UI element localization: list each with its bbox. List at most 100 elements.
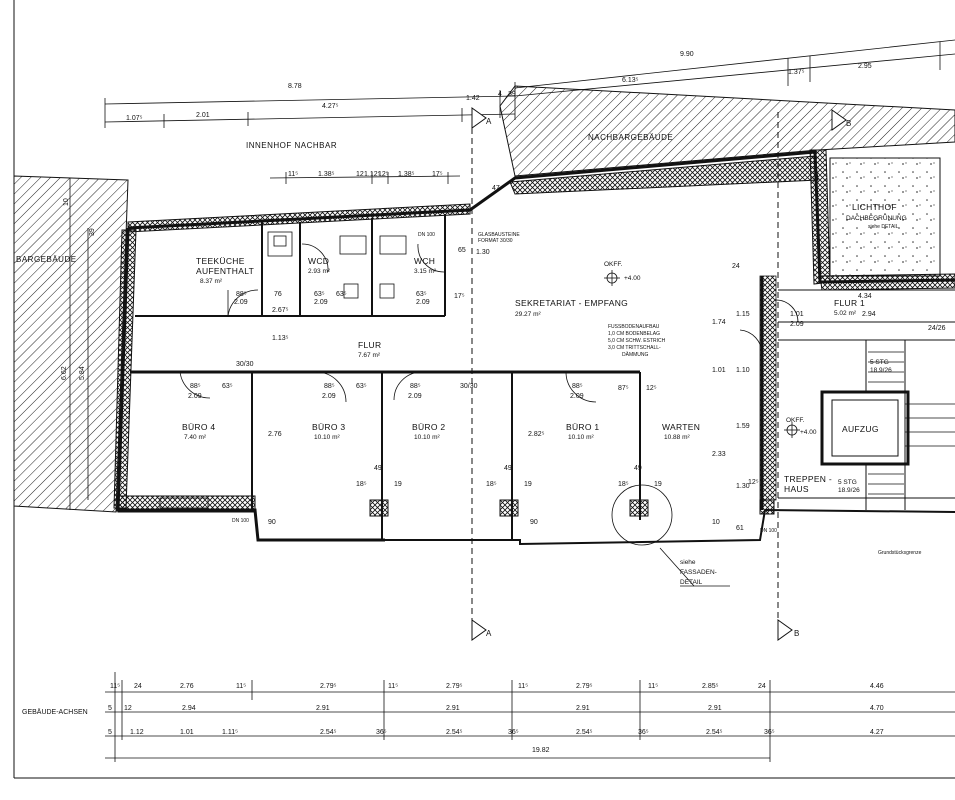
row1-value: 24: [134, 683, 142, 690]
neighbor-walls: [13, 85, 955, 513]
dim-19c: 19: [654, 481, 662, 488]
f1-209: 2.09: [790, 321, 804, 328]
bargebaeude-label: BARGEBÄUDE: [16, 255, 77, 264]
section-b-bottom: B: [794, 629, 800, 638]
room-wch: WCH: [414, 256, 435, 266]
lichthof-note: siehe DETAIL: [868, 224, 899, 230]
dim-276: 2.76: [268, 431, 282, 438]
dim-110: 1.10: [736, 367, 750, 374]
okff-1-val: +4.00: [624, 275, 641, 282]
row3-value: 1.01: [180, 729, 194, 736]
dim-185b: 18⁵: [486, 481, 497, 488]
okff-markers: [604, 270, 800, 438]
fussboden-title: FUSSBODENAUFBAU: [608, 324, 660, 330]
dim-1075: 1.07⁵: [126, 115, 143, 122]
room-teekueche-2: AUFENTHALT: [196, 266, 254, 276]
dim-49a: 49: [374, 465, 382, 472]
dim-4275: 4.27⁵: [322, 103, 339, 110]
dim-142: 1.42: [466, 95, 480, 102]
dim-65: 65: [458, 247, 466, 254]
dim-115: 11⁵: [288, 171, 298, 178]
room-wcd: WCD: [308, 256, 329, 266]
dim-185c: 18⁵: [618, 481, 629, 488]
dim-584: 5.84: [79, 366, 86, 380]
door-209-3: 2.09: [416, 299, 430, 306]
row3-value: 36⁵: [638, 729, 649, 736]
dim-10l: 10: [63, 198, 70, 206]
b4-635: 63⁵: [222, 383, 233, 390]
stair-1b: 18.9/26: [870, 367, 892, 374]
room-flur1: FLUR 1: [834, 298, 865, 308]
dim-175: 17⁵: [432, 171, 443, 178]
dim-19b: 19: [524, 481, 532, 488]
room-sekretariat: SEKRETARIAT - EMPFANG: [515, 298, 628, 308]
b2-209: 2.09: [408, 393, 422, 400]
dim-19a: 19: [394, 481, 402, 488]
row1-value: 2.79⁵: [576, 683, 593, 690]
area-buero3: 10.10 m²: [314, 434, 340, 441]
fussboden-1: 1,0 CM BODENBELAG: [608, 331, 660, 337]
row1-value: 11⁵: [648, 683, 658, 690]
row2-value: 5: [108, 705, 112, 712]
b3-635: 63⁵: [356, 383, 367, 390]
glasbausteine-2: FORMAT 30/30: [478, 238, 513, 244]
dim-47: 47: [492, 185, 500, 192]
f1-101: 1.01: [790, 311, 804, 318]
room-buero3: BÜRO 3: [312, 422, 345, 432]
dn100-1: DN 100: [232, 518, 249, 524]
door-635-3: 63⁵: [416, 291, 427, 298]
row3-value: 4.27: [870, 729, 884, 736]
row3-value: 5: [108, 729, 112, 736]
row1-value: 2.85⁵: [702, 683, 719, 690]
b1-209: 2.09: [570, 393, 584, 400]
row1-value: 4.46: [870, 683, 884, 690]
fixtures: [159, 231, 407, 509]
fassade-2: FASSADEN-: [680, 569, 717, 576]
dim-990: 9.90: [680, 51, 694, 58]
row1-value: 11⁵: [110, 683, 120, 690]
dn100-3: DN 100: [760, 528, 777, 534]
lichthof-label: LICHTHOF: [852, 202, 897, 212]
row1-value: 2.79⁵: [446, 683, 463, 690]
dim-1135: 1.13⁵: [272, 335, 289, 342]
dim-2675: 2.67⁵: [272, 307, 289, 314]
door-635-1: 63⁵: [314, 291, 325, 298]
row3-value: 1.11⁵: [222, 729, 238, 736]
row3-value: 2.54⁵: [320, 729, 337, 736]
okff-2: OKFF.: [786, 417, 805, 424]
dim-49b: 49: [504, 465, 512, 472]
b4-209: 2.09: [188, 393, 202, 400]
glasbausteine-1: GLASBAUSTEINE: [478, 232, 520, 238]
dim-1375: 1.37⁵: [788, 69, 805, 76]
fassade-1: siehe: [680, 559, 696, 566]
dim-49c: 49: [634, 465, 642, 472]
dim-1385b: 1.38⁵: [398, 171, 415, 178]
dim-2825: 2.82⁵: [528, 431, 545, 438]
nachbargebaeude-label: NACHBARGEBÄUDE: [588, 133, 673, 142]
area-buero1: 10.10 m²: [568, 434, 594, 441]
row3-value: 1.12: [130, 729, 144, 736]
row1-value: 24: [758, 683, 766, 690]
dim-10: 10: [712, 519, 720, 526]
b1-875: 87⁵: [618, 385, 629, 392]
row1-value: 11⁵: [388, 683, 398, 690]
dim-76: 76: [274, 291, 282, 298]
dim-159: 1.59: [736, 423, 750, 430]
bottom-dimension-chains: [105, 672, 955, 762]
area-buero4: 7.40 m²: [184, 434, 207, 441]
row2-value: 2.91: [446, 705, 460, 712]
room-treppenhaus-2: HAUS: [784, 484, 809, 494]
fussboden-2: 5,0 CM SCHW. ESTRICH: [608, 338, 666, 344]
row2-value: 4.70: [870, 705, 884, 712]
b3-209: 2.09: [322, 393, 336, 400]
dim-878: 8.78: [288, 83, 302, 90]
dim-2426: 24/26: [928, 325, 946, 332]
dim-125b: 12⁵: [748, 479, 759, 486]
b2-885: 88⁵: [410, 383, 421, 390]
room-treppenhaus: TREPPEN -: [784, 474, 832, 484]
stair-treads: [868, 351, 955, 495]
section-a-bottom: A: [486, 629, 492, 638]
dim-4: 4: [498, 91, 502, 98]
